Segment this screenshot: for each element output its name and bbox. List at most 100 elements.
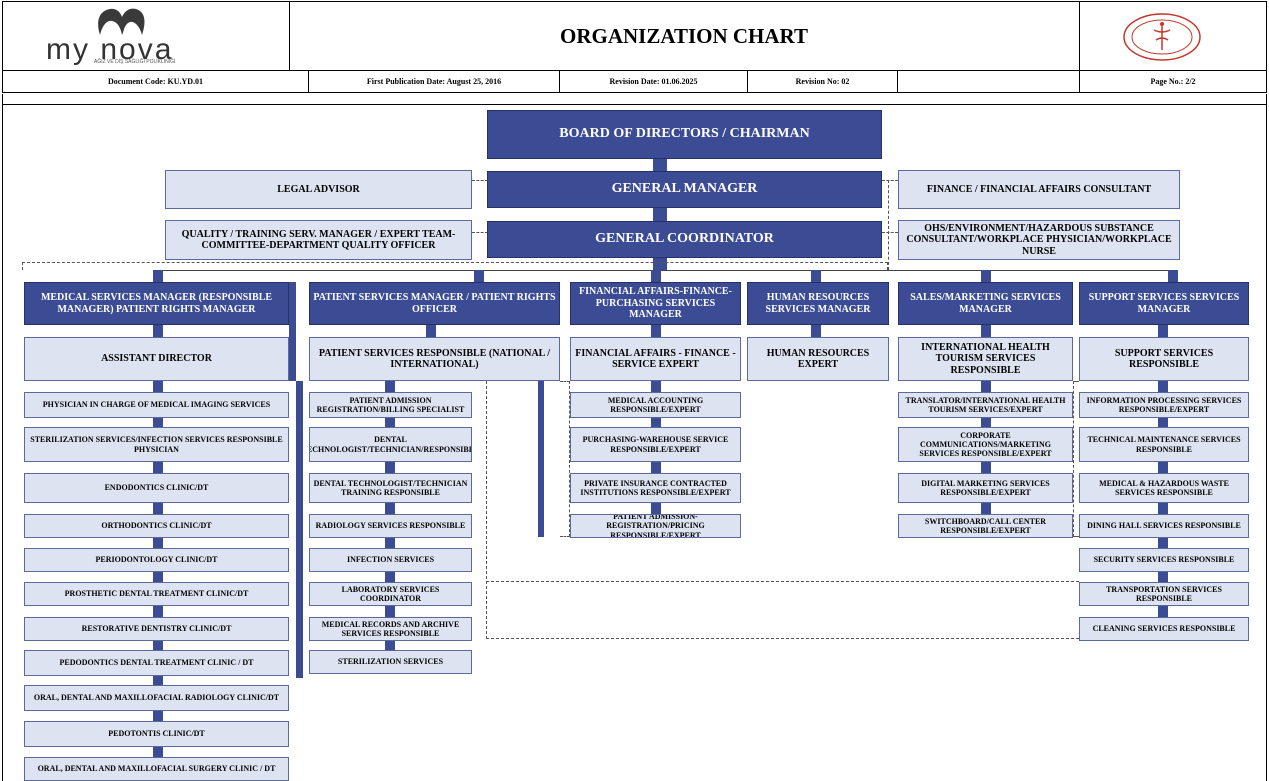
connector [153, 462, 163, 473]
assistant-director: ASSISTANT DIRECTOR [24, 337, 289, 381]
patient-item-2: DENTAL TECHNOLOGIST/TECHNICIAN/RESPONSIB… [309, 427, 472, 462]
document-header [2, 1, 1267, 71]
finance-consultant: FINANCE / FINANCIAL AFFAIRS CONSULTANT [898, 170, 1180, 209]
logo-text: my nova [46, 33, 174, 66]
patient-services-responsible: PATIENT SERVICES RESPONSIBLE (NATIONAL /… [309, 337, 560, 381]
company-logo: my nova AĞIZ VE DİŞ SAĞLIĞI POLİKLİNİĞİ [2, 1, 288, 69]
connector [1158, 381, 1168, 392]
connector [1158, 538, 1168, 548]
connector [385, 462, 395, 473]
sales-item-1: TRANSLATOR/INTERNATIONAL HEALTH TOURISM … [898, 392, 1073, 418]
quality-training-manager: QUALITY / TRAINING SERV. MANAGER / EXPER… [165, 220, 472, 260]
finance-item-3: PRIVATE INSURANCE CONTRACTED INSTITUTION… [570, 473, 741, 503]
connector-horizontal [157, 270, 1173, 271]
patient-item-4: RADIOLOGY SERVICES RESPONSIBLE [309, 514, 472, 538]
sales-item-2: CORPORATE COMMUNICATIONS/MARKETING SERVI… [898, 427, 1073, 462]
hr-services-manager: HUMAN RESOURCES SERVICES MANAGER [747, 282, 889, 325]
connector [651, 381, 661, 392]
finance-services-manager: FINANCIAL AFFAIRS-FINANCE-PURCHASING SER… [570, 282, 741, 325]
patient-services-manager: PATIENT SERVICES MANAGER / PATIENT RIGHT… [309, 282, 560, 325]
medical-item-1: PHYSICIAN IN CHARGE OF MEDICAL IMAGING S… [24, 392, 289, 418]
connector [153, 747, 163, 757]
connector [653, 258, 667, 270]
medical-item-10: PEDOTONTIS CLINIC/DT [24, 721, 289, 747]
connector [153, 538, 163, 548]
ohs-consultant: OHS/ENVIRONMENT/HAZARDOUS SUBSTANCE CONS… [898, 220, 1180, 260]
connector [1158, 606, 1168, 617]
ministry-seal-icon [1123, 13, 1201, 61]
connector [653, 159, 667, 171]
support-item-1: INFORMATION PROCESSING SERVICES RESPONSI… [1079, 392, 1249, 418]
connector [153, 503, 163, 514]
medical-item-8: PEDODONTICS DENTAL TREATMENT CLINIC / DT [24, 650, 289, 676]
connector [153, 606, 163, 617]
support-item-4: DINING HALL SERVICES RESPONSIBLE [1079, 514, 1249, 538]
connector [153, 641, 163, 650]
patient-item-3: DENTAL TECHNOLOGIST/TECHNICIAN TRAINING … [309, 473, 472, 503]
connector [1158, 462, 1168, 473]
connector [385, 641, 395, 650]
finance-item-2: PURCHASING-WAREHOUSE SERVICE RESPONSIBLE… [570, 427, 741, 462]
medical-item-6: PROSTHETIC DENTAL TREATMENT CLINIC/DT [24, 582, 289, 606]
revision-date: Revision Date: 01.06.2025 [560, 71, 748, 92]
legal-advisor: LEGAL ADVISOR [165, 170, 472, 209]
connector [385, 572, 395, 582]
support-item-6: TRANSPORTATION SERVICES RESPONSIBLE [1079, 582, 1249, 606]
sales-marketing-manager: SALES/MARKETING SERVICES MANAGER [898, 282, 1073, 325]
medical-item-9: ORAL, DENTAL AND MAXILLOFACIAL RADIOLOGY… [24, 685, 289, 711]
document-code: Document Code: KU.YD.01 [3, 71, 309, 92]
connector [385, 381, 395, 392]
hr-expert: HUMAN RESOURCES EXPERT [747, 337, 889, 381]
connector [385, 538, 395, 548]
connector [981, 381, 991, 392]
finance-item-1: MEDICAL ACCOUNTING RESPONSIBLE/EXPERT [570, 392, 741, 418]
support-item-5: SECURITY SERVICES RESPONSIBLE [1079, 548, 1249, 572]
support-item-2: TECHNICAL MAINTENANCE SERVICES RESPONSIB… [1079, 427, 1249, 462]
financial-affairs-expert: FINANCIAL AFFAIRS - FINANCE - SERVICE EX… [570, 337, 741, 381]
patient-item-8: STERILIZATION SERVICES [309, 650, 472, 674]
connector [651, 503, 661, 514]
connector [1158, 572, 1168, 582]
connector [981, 418, 991, 427]
sales-item-4: SWITCHBOARD/CALL CENTER RESPONSIBLE/EXPE… [898, 514, 1073, 538]
medical-item-11: ORAL, DENTAL AND MAXILLOFACIAL SURGERY C… [24, 757, 289, 781]
document-meta-row: Document Code: KU.YD.01 First Publicatio… [2, 71, 1267, 93]
connector [385, 418, 395, 427]
connector [385, 606, 395, 617]
general-manager: GENERAL MANAGER [487, 171, 882, 208]
medical-services-manager: MEDICAL SERVICES MANAGER (RESPONSIBLE MA… [24, 282, 289, 325]
connector [153, 572, 163, 582]
medical-item-5: PERIODONTOLOGY CLINIC/DT [24, 548, 289, 572]
connector [651, 462, 661, 473]
connector [153, 676, 163, 685]
medical-item-4: ORTHODONTICS CLINIC/DT [24, 514, 289, 538]
support-item-3: MEDICAL & HAZARDOUS WASTE SERVICES RESPO… [1079, 473, 1249, 503]
page-title: ORGANIZATION CHART [560, 23, 808, 48]
connector [653, 208, 667, 221]
chart-frame [2, 94, 1267, 781]
medical-item-7: RESTORATIVE DENTISTRY CLINIC/DT [24, 617, 289, 641]
first-publication-date: First Publication Date: August 25, 2016 [309, 71, 560, 92]
health-tourism-responsible: INTERNATIONAL HEALTH TOURISM SERVICES RE… [898, 337, 1073, 381]
connector [981, 462, 991, 473]
medical-item-3: ENDODONTICS CLINIC/DT [24, 473, 289, 503]
general-coordinator: GENERAL COORDINATOR [487, 221, 882, 258]
patient-item-1: PATIENT ADMISSION REGISTRATION/BILLING S… [309, 392, 472, 418]
meta-empty-cell [898, 71, 1080, 92]
support-services-responsible: SUPPORT SERVICES RESPONSIBLE [1079, 337, 1249, 381]
patient-item-6: LABORATORY SERVICES COORDINATOR [309, 582, 472, 606]
patient-item-5: INFECTION SERVICES [309, 548, 472, 572]
sales-item-3: DIGITAL MARKETING SERVICES RESPONSIBLE/E… [898, 473, 1073, 503]
connector [153, 418, 163, 427]
connector [385, 503, 395, 514]
connector [1158, 418, 1168, 427]
tooth-logo-icon [98, 8, 145, 35]
finance-item-4: PATIENT ADMISSION-REGISTRATION/PRICING R… [570, 514, 741, 538]
support-services-manager: SUPPORT SERVICES SERVICES MANAGER [1079, 282, 1249, 325]
connector [981, 503, 991, 514]
revision-no: Revision No: 02 [748, 71, 898, 92]
medical-item-2: STERILIZATION SERVICES/INFECTION SERVICE… [24, 427, 289, 462]
patient-item-7: MEDICAL RECORDS AND ARCHIVE SERVICES RES… [309, 617, 472, 641]
connector [651, 418, 661, 427]
connector [1158, 503, 1168, 514]
